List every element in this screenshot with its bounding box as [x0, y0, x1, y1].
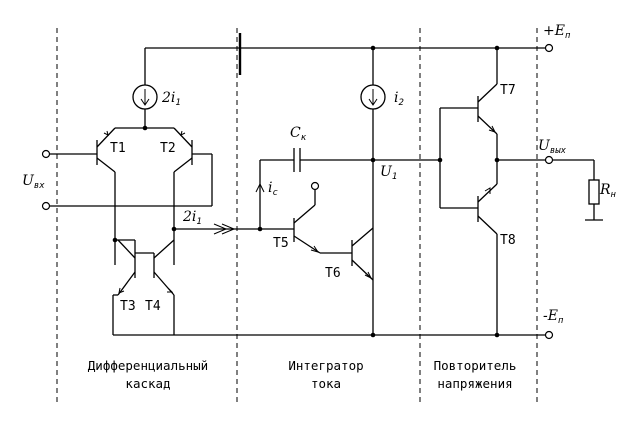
section-diff-subtitle: каскад: [125, 376, 170, 391]
section-follow-title: Повторитель: [434, 358, 517, 373]
input-voltage-label: Uвх: [22, 173, 45, 191]
transistor-t4: [153, 226, 177, 335]
negative-supply-label: -Eп: [543, 308, 564, 326]
capacitor-label: Cк: [290, 125, 307, 143]
transistor-t3: [112, 237, 154, 296]
current-source-i2: [360, 48, 386, 335]
transistor-t2: [145, 127, 193, 265]
node-u1-label: U1: [380, 164, 397, 182]
positive-supply-label: +Eп: [543, 23, 571, 41]
output-voltage-label: Uвых: [538, 138, 567, 156]
load-resistor-label: Rн: [599, 182, 617, 200]
transistor-t5: [260, 181, 321, 254]
section-integ-subtitle: тока: [311, 376, 341, 391]
section-diff-title: Дифференциальный: [88, 358, 208, 373]
transistor-t7: [477, 48, 498, 160]
follower-base-link: [437, 107, 478, 209]
load-resistor: [553, 159, 603, 221]
section-integ-title: Интегратор: [288, 358, 363, 373]
input-terminal-noninverting[interactable]: [41, 201, 51, 211]
input-terminal-inverting[interactable]: [41, 149, 51, 159]
current-source-1-label: 2i1: [161, 90, 181, 108]
t2-label: T2: [160, 141, 176, 156]
output-terminal[interactable]: [544, 155, 554, 165]
transistor-t6: [320, 227, 374, 281]
t5-label: T5: [273, 236, 289, 251]
cap-current-arrow: [255, 182, 265, 196]
transistor-t1: [96, 127, 145, 265]
transistor-t8: [477, 160, 498, 335]
negative-supply-terminal[interactable]: [544, 330, 554, 340]
positive-rail: [144, 33, 545, 85]
current-source-2i1: [132, 84, 158, 131]
t1-label: T1: [110, 141, 126, 156]
t7-label: T7: [500, 83, 516, 98]
diff-current-label: 2i1: [182, 209, 202, 227]
section-follow-subtitle: напряжения: [437, 376, 512, 391]
positive-supply-terminal[interactable]: [544, 43, 554, 53]
capacitor-ck: [257, 148, 440, 232]
t6-label: T6: [325, 266, 341, 281]
t8-label: T8: [500, 233, 516, 248]
t3-label: T3: [120, 299, 136, 314]
t4-label: T4: [145, 299, 161, 314]
negative-rail: [113, 332, 545, 338]
current-source-2-label: i2: [394, 90, 404, 108]
section-dividers: [56, 28, 538, 405]
cap-current-label: ic: [268, 180, 278, 198]
